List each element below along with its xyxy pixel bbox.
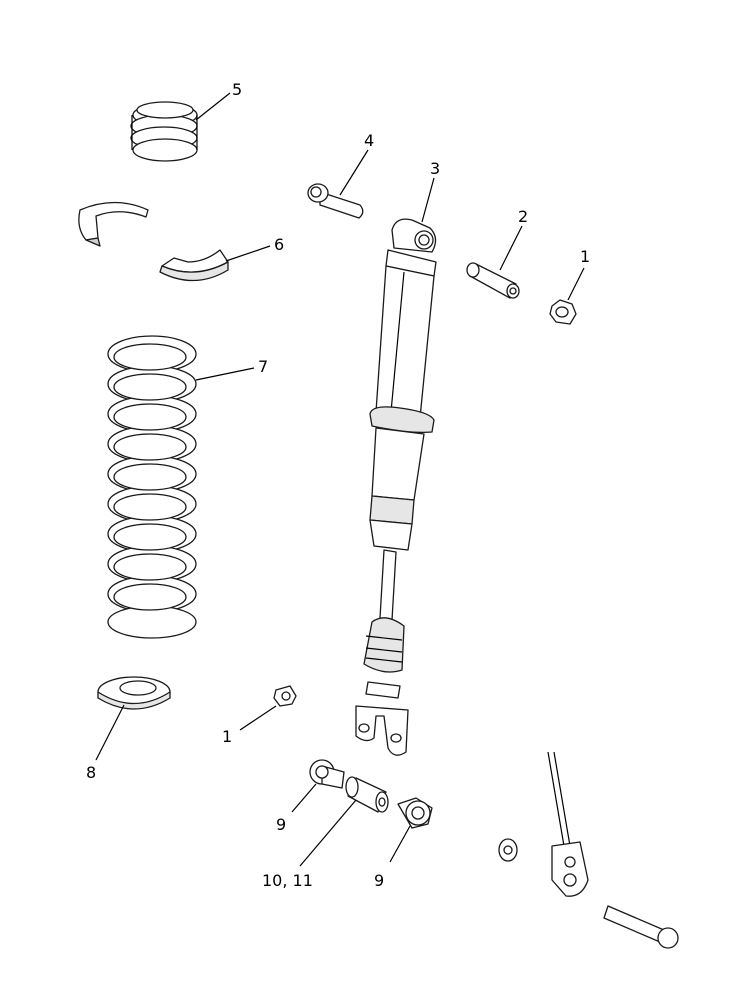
leader-4 (339, 149, 369, 196)
leader-2 (499, 225, 523, 271)
bushing-sleeve-part (466, 262, 520, 299)
leader-3 (421, 177, 435, 223)
callout-1-top: 1 (580, 247, 590, 266)
leader-1-top (567, 267, 585, 301)
spring-adjuster-part (130, 101, 198, 162)
callout-5: 5 (232, 80, 242, 99)
bushing-left-part (309, 759, 345, 789)
leader-8 (95, 704, 125, 761)
shock-absorber-part (355, 218, 437, 756)
callout-9-right: 9 (374, 871, 384, 890)
nut-top-part (549, 299, 577, 325)
callout-10-11: 10, 11 (262, 871, 313, 890)
callout-9-left: 9 (276, 815, 286, 834)
spacer-collar-part (345, 776, 389, 813)
bushing-right-part (397, 797, 433, 829)
leader-5 (195, 92, 231, 121)
retainer-half-upper (78, 201, 149, 247)
callout-2: 2 (518, 207, 528, 226)
callout-7: 7 (258, 357, 268, 376)
leader-7 (195, 367, 255, 381)
callout-1-bottom: 1 (222, 727, 232, 746)
callout-4: 4 (364, 131, 374, 150)
callout-3: 3 (430, 159, 440, 178)
leader-1-bottom (239, 705, 277, 731)
spring-seat-part (97, 676, 171, 710)
coil-spring-part (107, 335, 197, 639)
assembly-detail (498, 751, 679, 949)
leader-9-left (291, 783, 317, 813)
callout-8: 8 (86, 763, 96, 782)
callout-6: 6 (274, 235, 284, 254)
nut-bottom-part (273, 685, 297, 707)
leader-10-11 (299, 799, 357, 867)
retainer-half-lower (159, 249, 229, 282)
bolt-part (307, 183, 364, 219)
leader-6 (225, 245, 271, 262)
leader-9-right (389, 825, 411, 863)
